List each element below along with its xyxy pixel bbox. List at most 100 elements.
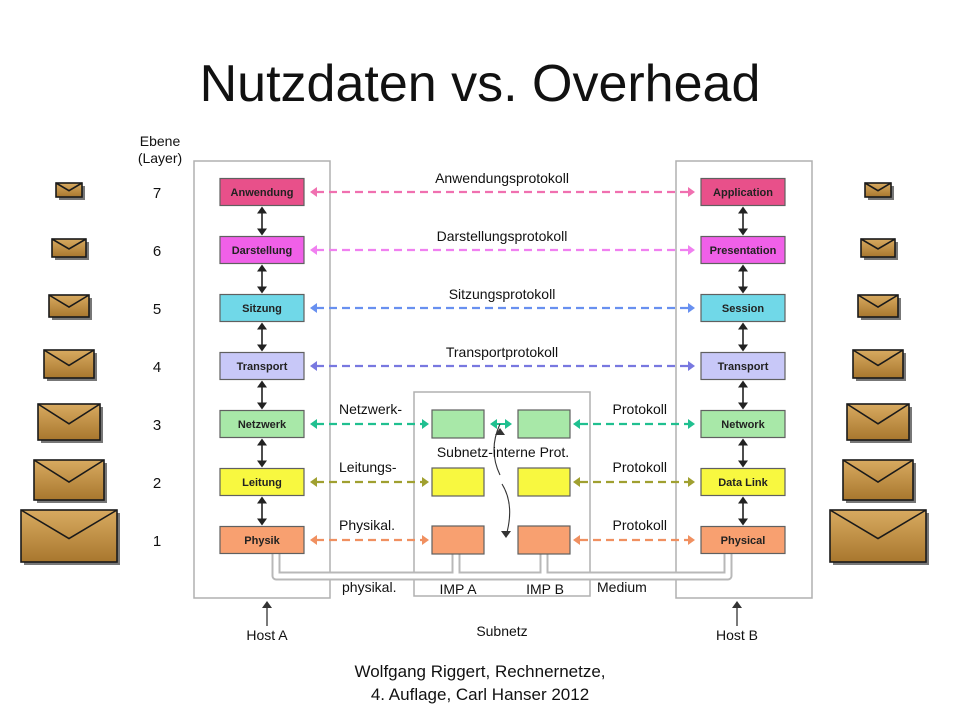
right-envelope-icon	[842, 459, 916, 503]
host-b-layer-box	[700, 525, 786, 555]
peer-protocol-arrowhead	[688, 245, 695, 255]
envelope-flap	[864, 182, 892, 192]
host-b-layer-label: Transport	[718, 361, 769, 373]
host-b-layer-box	[700, 177, 786, 207]
peer-protocol-arrowhead	[688, 361, 695, 371]
peer-protocol-arrowhead	[310, 187, 317, 197]
protocol-label: Darstellungsprotokoll	[437, 228, 568, 244]
stack-arrowhead	[257, 344, 267, 352]
host-a-layer-label: Sitzung	[242, 303, 282, 315]
stack-arrowhead	[257, 322, 267, 330]
peer-protocol-arrowhead	[688, 419, 695, 429]
peer-protocol-arrowhead	[310, 245, 317, 255]
citation-line-2: 4. Auflage, Carl Hanser 2012	[370, 685, 590, 704]
imp-b-label: IMP B	[526, 581, 564, 597]
right-envelope-icon	[846, 403, 912, 443]
peer-protocol-arrowhead	[688, 477, 695, 487]
host-a-label: Host A	[246, 627, 288, 643]
imp-protocol-arrowhead	[490, 419, 497, 429]
layer-number: 4	[153, 359, 161, 376]
envelope-flap	[857, 294, 899, 309]
peer-protocol-arrowhead	[310, 419, 317, 429]
peer-protocol-arrowhead	[573, 535, 580, 545]
stack-arrowhead	[738, 228, 748, 236]
protocol-label-right: Protokoll	[613, 517, 667, 533]
host-b-layer-label: Application	[713, 187, 773, 199]
layer-number: 3	[153, 417, 161, 434]
protocol-label: Anwendungsprotokoll	[435, 170, 569, 186]
stack-arrowhead	[257, 402, 267, 410]
peer-protocol-arrowhead	[688, 303, 695, 313]
host-b-layer-box	[700, 409, 786, 439]
peer-protocol-arrowhead	[310, 361, 317, 371]
left-envelope-icon	[51, 238, 89, 260]
envelope-flap	[37, 403, 101, 425]
layer-number: 7	[153, 185, 161, 202]
envelope-flap	[48, 294, 90, 309]
protocol-label-left: Leitungs-	[339, 459, 397, 475]
host-a-layer-label: Physik	[244, 535, 280, 547]
right-envelope-icon	[852, 349, 906, 381]
envelope-flap	[33, 459, 105, 483]
subnet-internal-label: Subnetz-interne Prot.	[437, 444, 569, 460]
peer-protocol-arrowhead	[688, 535, 695, 545]
medium-label-right: Medium	[597, 579, 647, 595]
stack-arrowhead	[257, 228, 267, 236]
envelope-flap	[829, 509, 927, 540]
stack-arrowhead	[738, 518, 748, 526]
left-envelope-icon	[20, 509, 120, 565]
stack-arrowhead	[738, 344, 748, 352]
imp-a-layer-box	[431, 525, 485, 555]
physical-medium-inner	[273, 553, 731, 579]
right-envelope-icon	[857, 294, 901, 320]
host-b-layer-label: Physical	[721, 535, 766, 547]
host-b-frame	[675, 160, 813, 599]
peer-protocol-arrowhead	[422, 477, 429, 487]
host-a-frame	[193, 160, 331, 599]
protocol-label-left: Netzwerk-	[339, 401, 402, 417]
imp-b-layer-box	[517, 467, 571, 497]
host-a-layer-label: Netzwerk	[238, 419, 287, 431]
peer-protocol-arrowhead	[310, 477, 317, 487]
peer-protocol-arrowhead	[573, 419, 580, 429]
stack-arrowhead	[738, 496, 748, 504]
stack-arrowhead	[257, 380, 267, 388]
host-b-layer-label: Session	[722, 303, 764, 315]
host-a-layer-box	[219, 467, 305, 497]
imp-protocol-arrowhead	[505, 419, 512, 429]
peer-protocol-arrowhead	[310, 535, 317, 545]
layer-header-line-1: Ebene	[140, 133, 181, 149]
host-a-layer-box	[219, 409, 305, 439]
subnet-frame	[413, 391, 591, 597]
stack-arrowhead	[738, 460, 748, 468]
host-a-layer-label: Leitung	[242, 477, 282, 489]
stack-arrowhead	[738, 402, 748, 410]
host-a-layer-box	[219, 235, 305, 265]
envelope-flap	[51, 238, 87, 250]
host-b-label: Host B	[716, 627, 758, 643]
right-envelope-icon	[829, 509, 929, 565]
left-envelope-icon	[43, 349, 97, 381]
left-envelope-icon	[48, 294, 92, 320]
right-envelope-icon	[860, 238, 898, 260]
subnet-internal-arrow	[501, 483, 511, 537]
peer-protocol-arrowhead	[310, 303, 317, 313]
envelope-flap	[846, 403, 910, 425]
host-b-layer-label: Presentation	[710, 245, 777, 257]
host-b-layer-box	[700, 235, 786, 265]
envelope-flap	[55, 182, 83, 192]
imp-b-layer-box	[517, 409, 571, 439]
envelope-flap	[20, 509, 118, 540]
stack-arrowhead	[257, 460, 267, 468]
stack-arrowhead	[738, 286, 748, 294]
protocol-label-right: Protokoll	[613, 459, 667, 475]
citation-line-1: Wolfgang Riggert, Rechnernetze,	[354, 662, 606, 681]
host-b-layer-box	[700, 467, 786, 497]
layer-number: 6	[153, 243, 161, 260]
host-b-pointer-head	[732, 601, 742, 608]
subnet-internal-arrowhead	[495, 428, 505, 435]
envelope-flap	[842, 459, 914, 483]
subnet-internal-arrowhead	[501, 531, 511, 538]
subnet-label: Subnetz	[476, 623, 527, 639]
medium-label-left: physikal.	[342, 579, 396, 595]
